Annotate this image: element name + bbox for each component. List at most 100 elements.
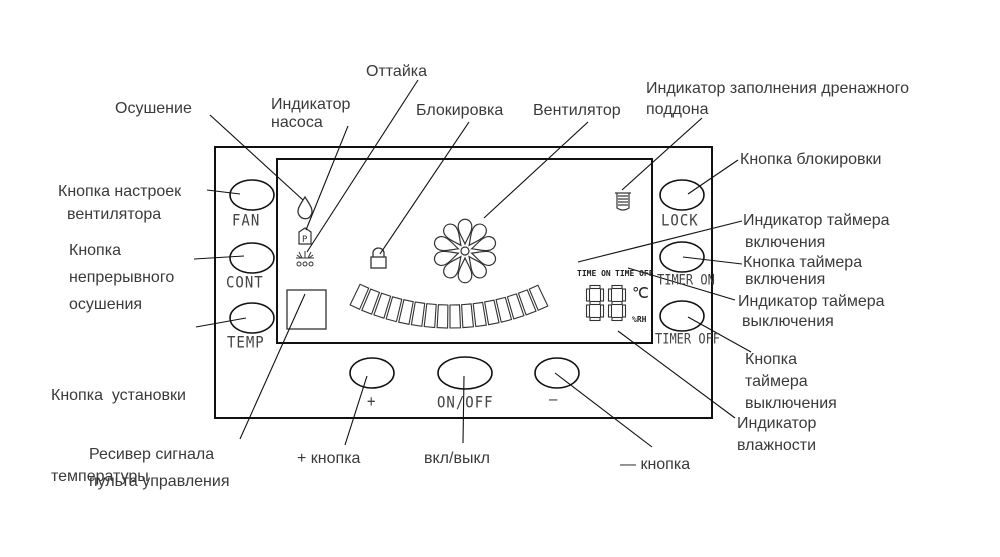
- digit-segment: [621, 288, 627, 302]
- callout-receiver: Ресивер сигнала пульта управления: [89, 441, 230, 495]
- fan-speed-segment: [373, 292, 392, 319]
- digit-segment: [589, 284, 601, 290]
- onoff-button-shape: [437, 356, 493, 390]
- digit-segment: [589, 300, 601, 306]
- callout-defrost: Оттайка: [366, 63, 428, 80]
- lock-indicator-icon: [370, 247, 387, 269]
- pump-letter: P: [302, 235, 308, 245]
- plus-button[interactable]: [350, 358, 394, 388]
- fan-petal: [457, 256, 473, 284]
- plus-button-label: +: [367, 392, 377, 412]
- temp-button-label: TEMP: [227, 333, 265, 353]
- fan-speed-segment: [361, 288, 381, 315]
- temp-button[interactable]: [230, 303, 274, 333]
- callout-timer-on-indicator: Индикатор таймера включения: [743, 210, 890, 254]
- callout-line: Кнопка настроек: [58, 183, 182, 200]
- callout-lock: Блокировка: [416, 102, 504, 119]
- fan-petal: [470, 250, 497, 266]
- fan-button-label: FAN: [232, 211, 261, 231]
- fan-speed-segment: [423, 303, 437, 329]
- digit-segment: [611, 284, 623, 290]
- callout-plus-button: + кнопка: [297, 450, 361, 467]
- onoff-button[interactable]: [438, 357, 492, 389]
- callout-line: включения: [745, 271, 826, 288]
- dehumidify-drop-icon: [297, 195, 313, 220]
- leader-lines: [193, 79, 752, 448]
- onoff-button-label: ON/OFF: [437, 393, 494, 413]
- fan-speed-segment: [449, 304, 462, 329]
- timer-on-button-shape: [659, 241, 705, 273]
- digit-segment: [621, 304, 627, 318]
- fan-speed-segment: [472, 301, 487, 328]
- callout-minus-button: — кнопка: [620, 456, 691, 473]
- callout-cont-button: Кнопка непрерывного осушения: [69, 237, 174, 318]
- cont-button-label: CONT: [226, 273, 264, 293]
- callout-line: Индикатор заполнения дренажного: [646, 80, 909, 97]
- timer-off-button[interactable]: [660, 301, 704, 331]
- fan-indicator-icon: [433, 218, 497, 284]
- fan-speed-segment: [461, 303, 475, 329]
- minus-button-shape: [534, 357, 580, 389]
- digit-segment: [607, 304, 613, 318]
- fan-speed-segment: [484, 299, 500, 326]
- callout-line: выключения: [745, 395, 837, 412]
- callout-line: влажности: [737, 437, 817, 454]
- digit-segment: [599, 304, 605, 318]
- fan-speed-segment: [528, 284, 549, 312]
- time-on-indicator: TIME ON: [577, 269, 611, 278]
- humidity-digits: [585, 284, 627, 322]
- callout-line: вентилятора: [67, 206, 162, 223]
- lock-button-shape: [659, 179, 705, 211]
- digit-segment: [611, 300, 623, 306]
- lock-button[interactable]: [660, 180, 704, 210]
- fan-speed-bar: [349, 283, 549, 329]
- callout-line: включения: [745, 234, 826, 251]
- callout-line: выключения: [742, 313, 834, 330]
- fan-speed-segment: [436, 304, 449, 329]
- callout-temp-button: Кнопка установки температуры: [51, 328, 186, 517]
- callout-line: Индикатор: [737, 415, 817, 432]
- callout-tank-indicator: Индикатор заполнения дренажного поддона: [646, 78, 909, 120]
- cont-button-shape: [229, 242, 275, 274]
- callout-line: Кнопка таймера: [743, 254, 863, 271]
- callout-line: таймера: [745, 373, 808, 390]
- callout-pump-indicator: Индикатор насоса: [271, 96, 350, 132]
- callout-line: непрерывного: [69, 269, 175, 286]
- fan-speed-segment: [506, 293, 525, 320]
- fan-petal: [468, 223, 487, 247]
- callout-line: Кнопка: [69, 242, 121, 259]
- digit-segment: [607, 288, 613, 302]
- fan-speed-segment: [385, 296, 403, 323]
- fan-petal: [433, 236, 460, 252]
- callout-fan: Вентилятор: [533, 102, 621, 119]
- callout-lock-button: Кнопка блокировки: [740, 151, 882, 168]
- callout-onoff-button: вкл/выкл: [424, 450, 490, 467]
- digit-segment: [589, 316, 601, 322]
- timer-on-button[interactable]: [660, 242, 704, 272]
- lock-button-label: LOCK: [661, 211, 699, 231]
- callout-line: Кнопка установки: [51, 387, 186, 404]
- fan-petal: [468, 255, 487, 279]
- lcd-display-outline: [276, 158, 653, 344]
- callout-line: осушения: [69, 296, 143, 313]
- callout-timer-on-button: Кнопка таймера включения: [743, 254, 862, 288]
- callout-line: Индикатор таймера: [738, 293, 885, 310]
- fan-petal: [433, 250, 460, 266]
- minus-button[interactable]: [535, 358, 579, 388]
- cont-button[interactable]: [230, 243, 274, 273]
- fan-button-shape: [229, 179, 275, 211]
- callout-humidity-indicator: Индикатор влажности: [737, 413, 816, 457]
- digit-segment: [585, 304, 591, 318]
- fan-speed-segment: [495, 296, 513, 323]
- fan-speed-segment: [517, 289, 537, 316]
- rh-unit-label: %RH: [632, 315, 647, 324]
- callout-line: поддона: [646, 101, 709, 118]
- fan-button[interactable]: [230, 180, 274, 210]
- celsius-icon: ℃: [632, 284, 649, 302]
- digit-segment: [585, 288, 591, 302]
- fan-petal: [443, 223, 462, 247]
- temp-button-shape: [229, 302, 275, 334]
- pump-icon: [298, 227, 312, 245]
- fan-petal: [457, 218, 473, 246]
- timer-on-button-label: TIMER ON: [657, 271, 715, 289]
